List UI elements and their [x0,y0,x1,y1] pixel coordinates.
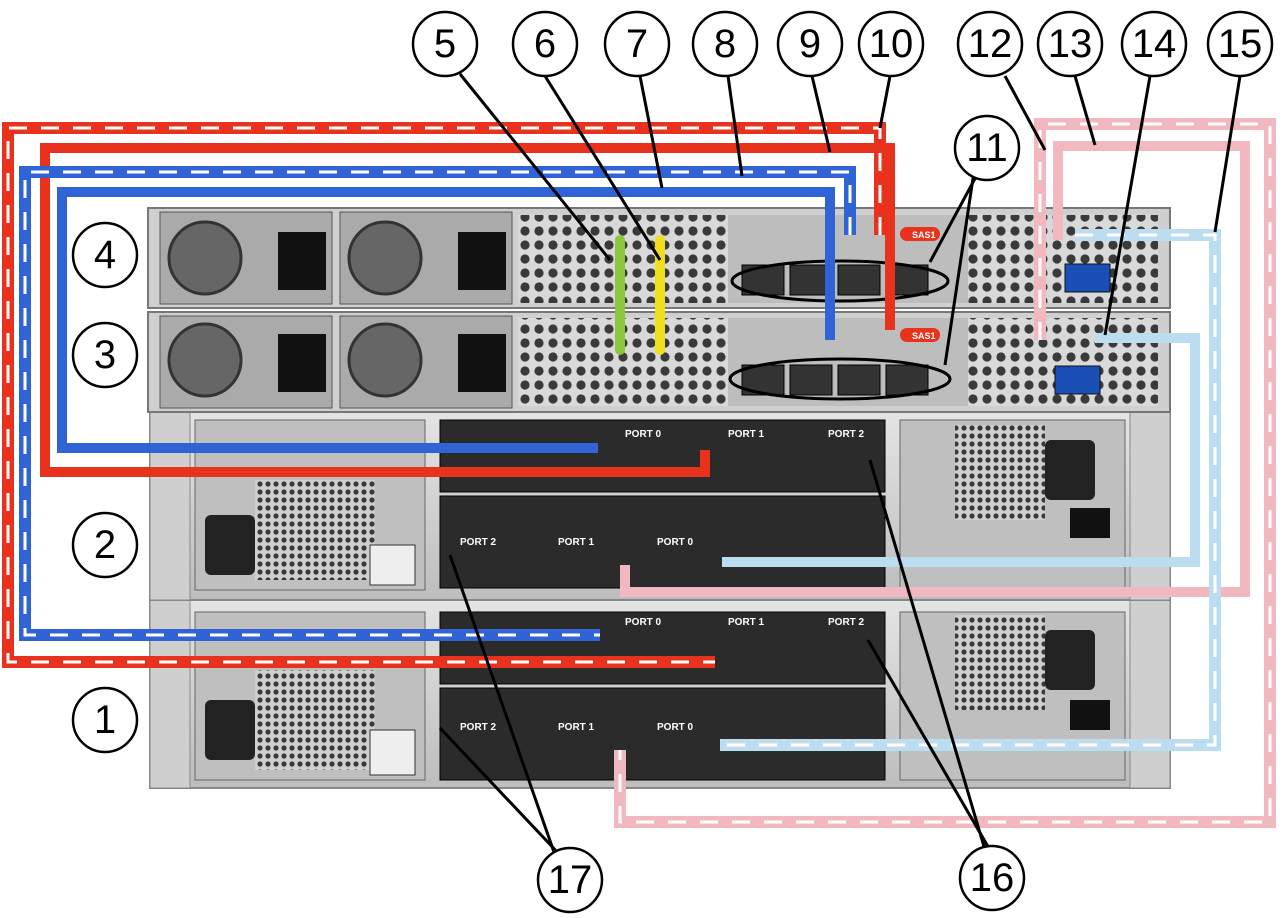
callout-12: 12 [956,10,1024,78]
svg-text:PORT 2: PORT 2 [460,537,497,548]
leader-lines [438,73,1242,857]
callout-17: 17 [536,846,604,914]
svg-text:SAS1: SAS1 [912,230,936,240]
svg-text:PORT 0: PORT 0 [657,537,694,548]
svg-text:13: 13 [1048,22,1093,66]
svg-text:8: 8 [714,22,736,66]
red-sas-cable-inner [40,143,895,477]
callout-4: 4 [71,221,139,289]
svg-text:10: 10 [869,22,914,66]
svg-text:PORT 1: PORT 1 [558,722,595,733]
svg-text:17: 17 [548,858,593,902]
svg-text:PORT 1: PORT 1 [558,537,595,548]
svg-text:11: 11 [966,126,1008,170]
callout-9: 9 [776,10,844,78]
callout-11: 11 [953,114,1021,182]
sas1-badge-lower: SAS1 [900,328,940,342]
net-port-group-upper [730,259,950,303]
sas1-badge-upper: SAS1 [900,227,940,241]
svg-text:PORT 2: PORT 2 [460,722,497,733]
lightblue-sas-cable-inner [722,333,1200,567]
callout-13: 13 [1036,10,1104,78]
storage-shelf-1 [149,599,1171,789]
callout-5: 5 [411,10,479,78]
callout-10: 10 [857,10,925,78]
callout-8: 8 [691,10,759,78]
svg-text:16: 16 [970,856,1015,900]
svg-text:1: 1 [94,698,116,742]
storage-shelf-2 [149,411,1171,601]
svg-text:3: 3 [94,333,116,377]
svg-text:7: 7 [626,22,648,66]
svg-text:PORT 1: PORT 1 [728,617,765,628]
svg-text:12: 12 [968,22,1013,66]
svg-text:SAS1: SAS1 [912,331,936,341]
svg-text:PORT 0: PORT 0 [657,722,694,733]
svg-text:14: 14 [1132,22,1177,66]
svg-text:PORT 1: PORT 1 [728,429,765,440]
callout-14: 14 [1120,10,1188,78]
net-port-group-lower [728,357,952,401]
svg-text:5: 5 [434,22,456,66]
svg-text:PORT 0: PORT 0 [625,617,662,628]
callout-3: 3 [71,321,139,389]
svg-text:PORT 2: PORT 2 [828,429,865,440]
svg-text:15: 15 [1218,22,1263,66]
callout-1: 1 [71,686,139,754]
pink-sas-cable-inner [620,141,1250,597]
svg-text:2: 2 [94,523,116,567]
shelf-port-labels: PORT 0 PORT 1 PORT 2 PORT 2 PORT 1 PORT … [460,429,865,733]
callout-16: 16 [958,844,1026,912]
svg-text:6: 6 [534,22,556,66]
blue-sas-cable-inner [57,187,835,453]
svg-text:PORT 2: PORT 2 [828,617,865,628]
callout-2: 2 [71,511,139,579]
svg-text:PORT 0: PORT 0 [625,429,662,440]
callout-15: 15 [1206,10,1274,78]
svg-text:4: 4 [94,233,116,277]
svg-text:9: 9 [799,22,821,66]
callout-7: 7 [603,10,671,78]
callout-6: 6 [511,10,579,78]
